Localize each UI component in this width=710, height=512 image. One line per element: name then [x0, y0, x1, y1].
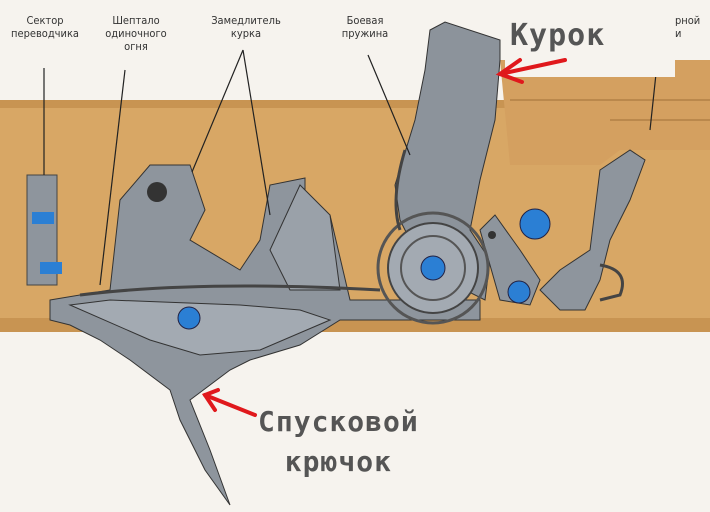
pins	[147, 182, 551, 330]
selector-sector	[26, 174, 62, 286]
trigger-assembly	[49, 164, 481, 506]
leader-lines	[43, 49, 659, 286]
callout-hammer: Курок	[510, 18, 606, 53]
label-patch	[245, 395, 445, 510]
red-arrow-icon	[495, 58, 567, 84]
label-single-fire-sear: Шептало одиночного огня	[105, 14, 167, 53]
label-mainspring: Боевая пружина	[341, 14, 389, 40]
callout-trigger: Спусковой крючок	[258, 405, 419, 478]
mainspring	[79, 149, 490, 325]
red-arrow-icon	[201, 388, 257, 417]
label-selector-sector: Сектор переводчика	[11, 14, 79, 40]
label-hammer-retarder: Замедлитель курка	[211, 14, 281, 40]
label-cut-off: рной и	[675, 14, 701, 40]
